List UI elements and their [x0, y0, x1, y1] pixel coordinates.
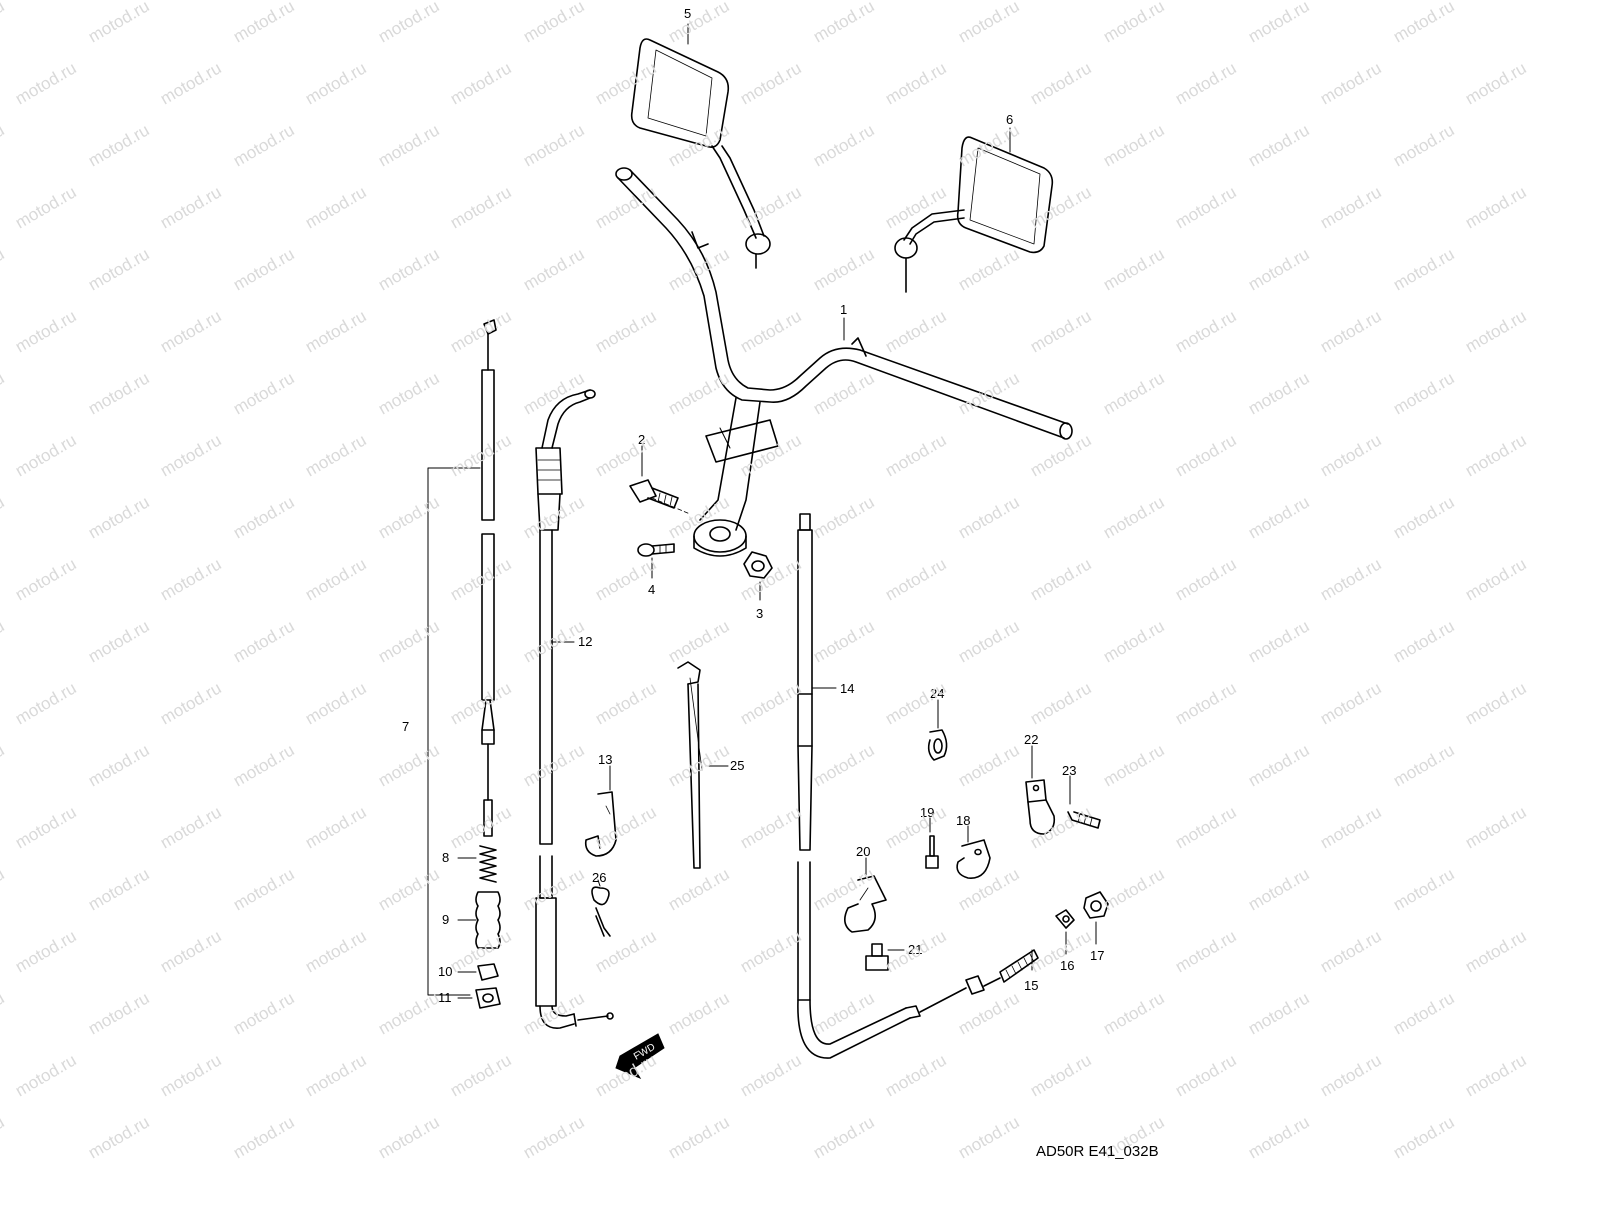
group-bracket-7 — [427, 467, 481, 996]
tie-strap-25 — [677, 661, 703, 869]
handlebar — [615, 167, 1073, 557]
part-label-11: 11 — [438, 990, 452, 1005]
bracket-20 — [844, 875, 887, 933]
leader-lines — [457, 23, 1097, 999]
part-label-21: 21 — [908, 942, 922, 957]
part-label-7: 7 — [402, 719, 409, 734]
part-label-17: 17 — [1090, 948, 1104, 963]
clamp-18 — [956, 839, 991, 879]
part-label-10: 10 — [438, 964, 452, 979]
throttle-cable-12 — [535, 389, 614, 1029]
nut-16 — [1055, 909, 1075, 929]
clip-22 — [1025, 779, 1056, 835]
part-label-12: 12 — [578, 634, 592, 649]
screw-23 — [1067, 811, 1101, 829]
part-label-1: 1 — [840, 302, 847, 317]
part-label-8: 8 — [442, 850, 449, 865]
brake-cable-14 — [797, 513, 1039, 1059]
bolt-21 — [865, 943, 889, 971]
fwd-arrow: FWD — [615, 1033, 665, 1080]
left-mirror — [630, 38, 771, 269]
bolt-4 — [637, 543, 675, 557]
part-label-24: 24 — [930, 686, 944, 701]
part-label-9: 9 — [442, 912, 449, 927]
part-label-22: 22 — [1024, 732, 1038, 747]
right-mirror — [894, 136, 1054, 293]
part-label-20: 20 — [856, 844, 870, 859]
cable-assembly-7 — [475, 319, 501, 1009]
part-label-19: 19 — [920, 805, 934, 820]
part-label-14: 14 — [840, 681, 854, 696]
part-label-4: 4 — [648, 582, 655, 597]
part-label-26: 26 — [592, 870, 606, 885]
part-label-3: 3 — [756, 606, 763, 621]
part-label-23: 23 — [1062, 763, 1076, 778]
part-label-15: 15 — [1024, 978, 1038, 993]
clamp-24 — [927, 729, 948, 761]
clamp-13 — [584, 791, 617, 857]
part-label-6: 6 — [1006, 112, 1013, 127]
bolt-2 — [629, 479, 691, 515]
drawing-code: AD50R E41_032B — [1036, 1143, 1159, 1160]
part-label-16: 16 — [1060, 958, 1074, 973]
part-label-2: 2 — [638, 432, 645, 447]
part-label-5: 5 — [684, 6, 691, 21]
screw-19 — [925, 835, 939, 869]
part-label-13: 13 — [598, 752, 612, 767]
part-number-labels: 5 6 1 2 4 3 12 14 24 22 23 13 25 7 19 18… — [402, 6, 1104, 1005]
nut-3 — [743, 551, 773, 579]
part-label-25: 25 — [730, 758, 744, 773]
nut-17 — [1083, 891, 1109, 919]
part-label-18: 18 — [956, 813, 970, 828]
spring-clip-26 — [591, 886, 611, 937]
